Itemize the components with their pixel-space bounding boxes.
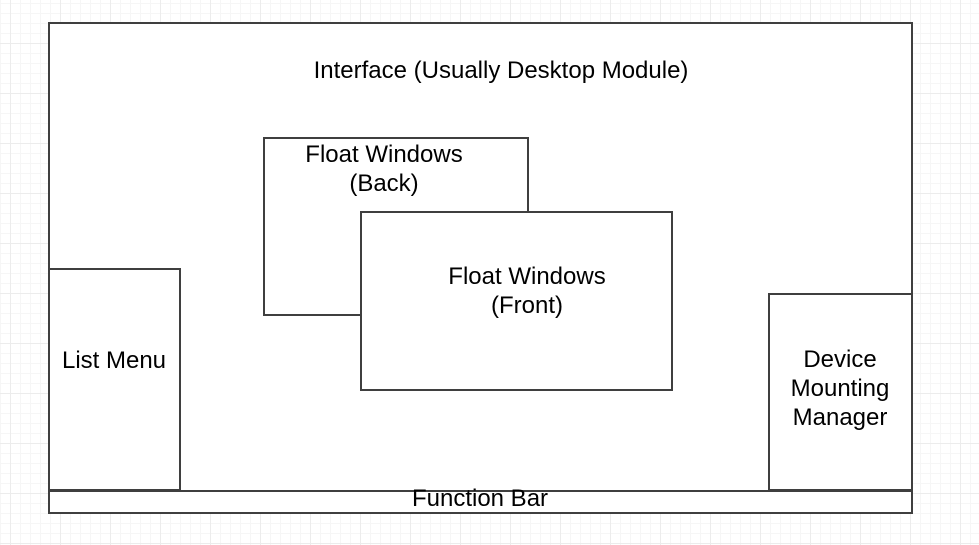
float-windows-front-box[interactable] xyxy=(360,211,673,391)
device-mounting-manager-box[interactable] xyxy=(768,293,913,491)
function-bar-box[interactable] xyxy=(48,490,913,514)
list-menu-box[interactable] xyxy=(48,268,181,491)
